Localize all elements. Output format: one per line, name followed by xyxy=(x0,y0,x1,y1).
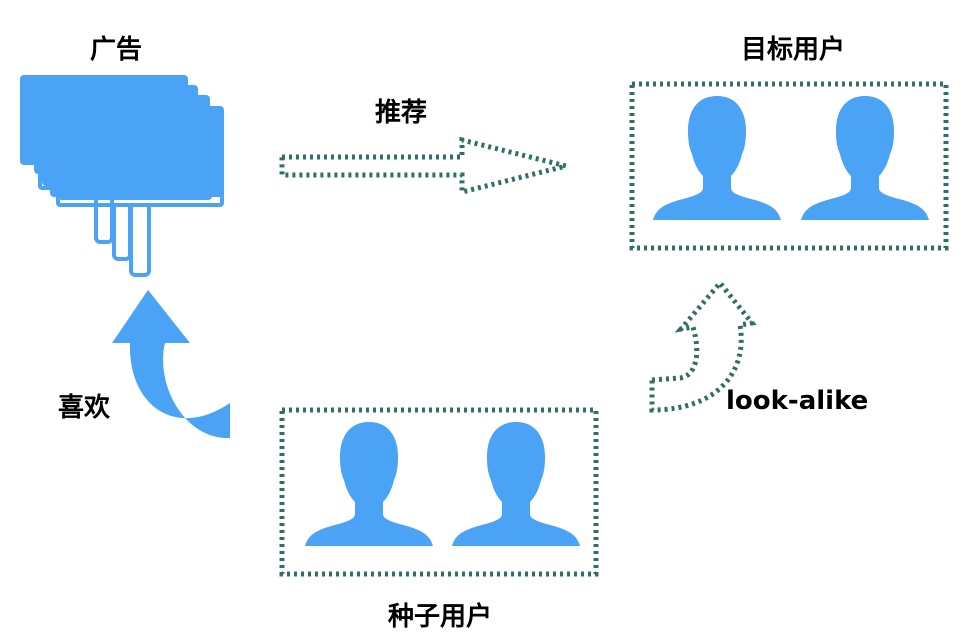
ad-stack-icon xyxy=(20,75,224,277)
seed-users-box xyxy=(279,407,599,577)
recommend-arrow xyxy=(279,136,567,196)
recommend-label: 推荐 xyxy=(375,98,428,128)
seed-user-icon-2 xyxy=(452,422,580,546)
like-label: 喜欢 xyxy=(58,393,111,423)
ad-label: 广告 xyxy=(90,35,143,65)
target-user-icon-2 xyxy=(801,96,929,220)
target-user-icon-1 xyxy=(653,96,781,220)
target-users-label: 目标用户 xyxy=(741,35,846,65)
target-users-box xyxy=(629,81,949,251)
look-alike-label: look-alike xyxy=(726,386,869,416)
like-arrow xyxy=(112,290,230,439)
seed-users-label: 种子用户 xyxy=(388,602,493,632)
seed-user-icon-1 xyxy=(305,422,433,546)
